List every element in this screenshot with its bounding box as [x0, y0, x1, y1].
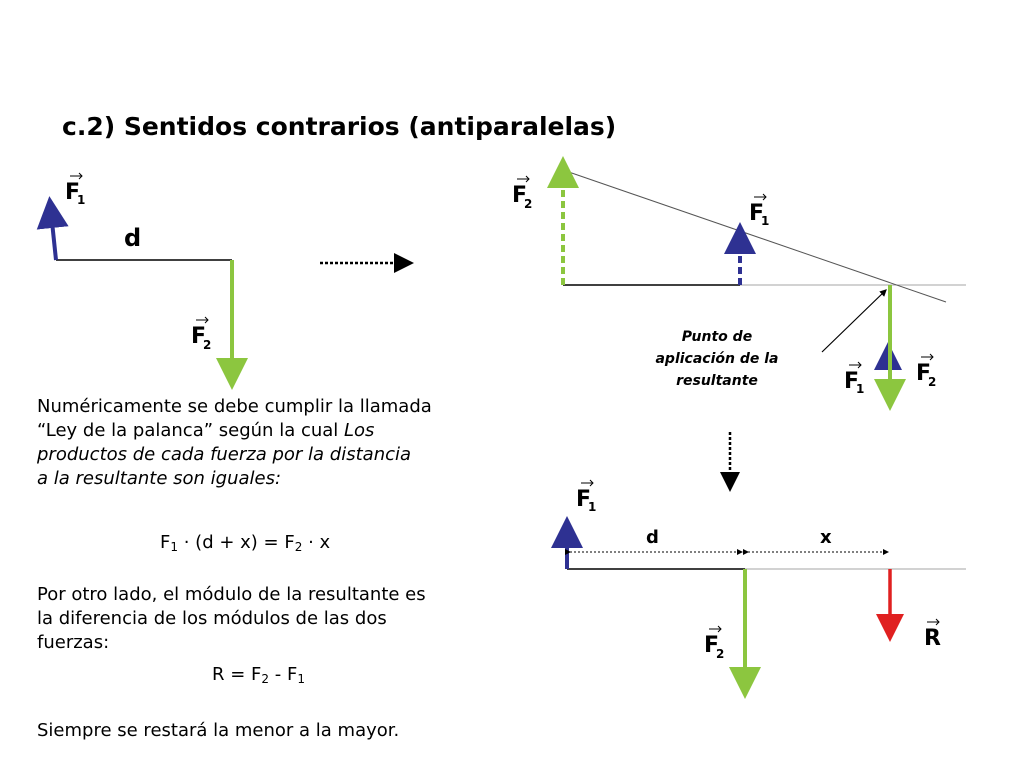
p1-line-4: a la resultante son iguales: — [37, 468, 282, 489]
resultant-point-caption: Punto de aplicación de la resultante — [632, 326, 802, 392]
svg-text:1: 1 — [77, 193, 85, 207]
label-f2-d3: F 2 — [704, 625, 724, 661]
p1-line-3: productos de cada fuerza por la distanci… — [37, 444, 412, 465]
slide-title: c.2) Sentidos contrarios (antiparalelas) — [62, 112, 617, 141]
svg-text:R: R — [924, 626, 941, 651]
pointer-arrow — [821, 289, 887, 353]
svg-text:F: F — [844, 369, 859, 394]
p1-line-1: Numéricamente se debe cumplir la llamada — [37, 396, 432, 417]
svg-text:1: 1 — [856, 382, 864, 396]
svg-text:F: F — [916, 361, 931, 386]
label-f1-d2-bottom: F 1 — [844, 361, 864, 396]
label-d-d1: d — [124, 224, 141, 252]
label-f1-d3: F 1 — [576, 479, 596, 514]
svg-text:F: F — [749, 201, 764, 226]
svg-text:F: F — [512, 183, 527, 208]
label-f2-d2-top: F 2 — [512, 175, 532, 211]
svg-text:1: 1 — [588, 500, 596, 514]
svg-text:2: 2 — [716, 647, 724, 661]
caption-line-2: aplicación de la — [655, 351, 779, 367]
equation-lever: F1 · (d + x) = F2 · x — [160, 532, 331, 554]
svg-text:F: F — [576, 487, 591, 512]
svg-text:2: 2 — [203, 338, 211, 352]
p3-line: Siempre se restará la menor a la mayor. — [37, 720, 400, 741]
p2-line-3: fuerzas: — [37, 632, 110, 653]
label-r-d3: R — [924, 618, 941, 651]
lever-line — [562, 169, 947, 303]
label-f2-d2-bottom: F 2 — [916, 353, 936, 389]
arrow-f1-d1 — [36, 196, 69, 261]
caption-line-3: resultante — [676, 373, 758, 389]
p2-line-1: Por otro lado, el módulo de la resultant… — [37, 584, 426, 605]
svg-text:1: 1 — [761, 214, 769, 228]
label-f1-d2-top: F 1 — [749, 193, 769, 228]
p2-line-2: la diferencia de los módulos de las dos — [37, 608, 387, 629]
p1-line-2: “Ley de la palanca” según la cual Los — [37, 420, 375, 441]
svg-text:F: F — [65, 180, 80, 205]
label-f2-d1: F 2 — [191, 316, 211, 352]
svg-text:F: F — [704, 633, 719, 658]
label-x-d3: x — [820, 527, 832, 548]
svg-text:F: F — [191, 324, 206, 349]
label-f1-d1: F 1 — [65, 172, 85, 207]
equation-resultant: R = F2 - F1 — [212, 664, 305, 686]
svg-text:2: 2 — [524, 197, 532, 211]
caption-line-1: Punto de — [681, 329, 753, 345]
label-d-d3: d — [646, 527, 659, 548]
svg-text:2: 2 — [928, 375, 936, 389]
